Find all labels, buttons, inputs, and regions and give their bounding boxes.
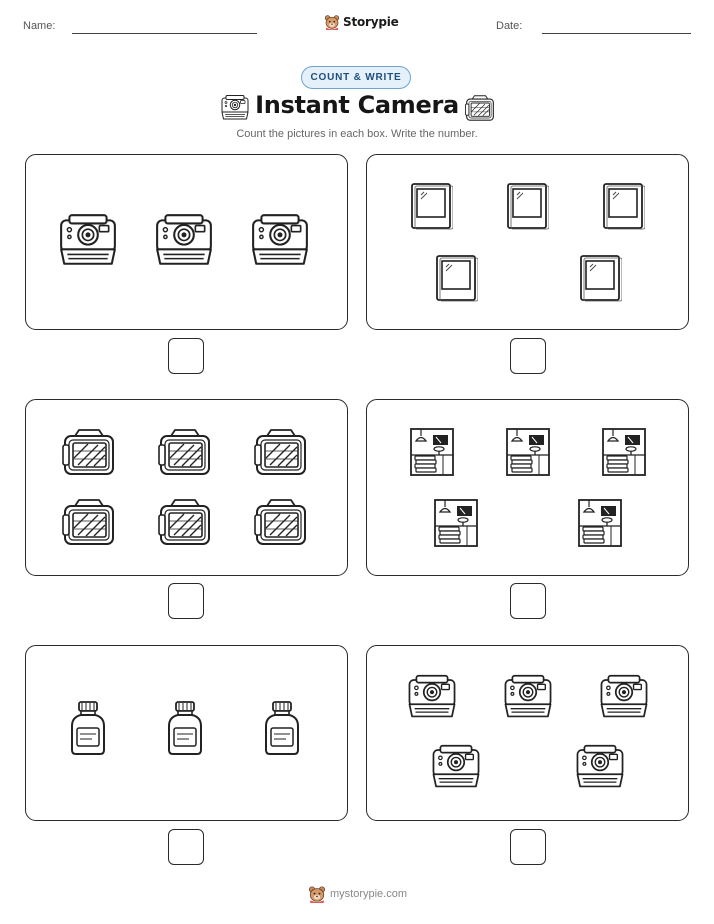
footer-site[interactable]: mystorypie.com xyxy=(330,888,408,900)
darkroom-scene-icon xyxy=(505,427,551,477)
instant-camera-icon xyxy=(598,673,650,720)
count-panel-1 xyxy=(25,154,348,330)
instructions: Count the pictures in each box. Write th… xyxy=(236,128,478,140)
instant-camera-icon xyxy=(430,743,482,790)
photo-frame-icon xyxy=(505,181,549,231)
answer-box-3[interactable] xyxy=(168,583,204,619)
instant-camera-icon xyxy=(249,212,311,268)
brand-name: Storypie xyxy=(343,15,399,29)
photo-frame-icon xyxy=(601,181,645,231)
film-cartridge-icon xyxy=(62,427,116,477)
darkroom-scene-icon xyxy=(601,427,647,477)
developer-bottle-icon xyxy=(262,700,302,756)
bear-mascot-icon xyxy=(308,885,326,903)
photo-frame-icon xyxy=(578,253,622,303)
answer-box-2[interactable] xyxy=(510,338,546,374)
date-line[interactable] xyxy=(542,33,691,34)
count-panel-3 xyxy=(25,399,348,576)
instant-camera-icon xyxy=(502,673,554,720)
count-panel-6 xyxy=(366,645,689,821)
film-cartridge-icon xyxy=(158,497,212,547)
brand-logo: Storypie xyxy=(324,14,399,30)
answer-box-4[interactable] xyxy=(510,583,546,619)
footer: mystorypie.com xyxy=(308,885,407,903)
page-title: Instant Camera xyxy=(255,91,459,119)
developer-bottle-icon xyxy=(68,700,108,756)
darkroom-scene-icon xyxy=(577,498,623,548)
date-label: Date: xyxy=(496,20,523,32)
instant-camera-icon xyxy=(153,212,215,268)
film-cartridge-icon xyxy=(465,94,495,122)
activity-badge: COUNT & WRITE xyxy=(301,66,411,89)
instant-camera-icon xyxy=(57,212,119,268)
answer-box-5[interactable] xyxy=(168,829,204,865)
photo-frame-icon xyxy=(409,181,453,231)
film-cartridge-icon xyxy=(254,427,308,477)
photo-frame-icon xyxy=(434,253,478,303)
developer-bottle-icon xyxy=(165,700,205,756)
bear-mascot-icon xyxy=(324,14,340,30)
name-line[interactable] xyxy=(72,33,257,34)
answer-box-1[interactable] xyxy=(168,338,204,374)
count-panel-4 xyxy=(366,399,689,576)
count-panel-2 xyxy=(366,154,689,330)
instant-camera-icon xyxy=(406,673,458,720)
film-cartridge-icon xyxy=(62,497,116,547)
instant-camera-icon xyxy=(574,743,626,790)
film-cartridge-icon xyxy=(254,497,308,547)
count-panel-5 xyxy=(25,645,348,821)
film-cartridge-icon xyxy=(158,427,212,477)
name-label: Name: xyxy=(23,20,56,32)
darkroom-scene-icon xyxy=(409,427,455,477)
answer-box-6[interactable] xyxy=(510,829,546,865)
darkroom-scene-icon xyxy=(433,498,479,548)
